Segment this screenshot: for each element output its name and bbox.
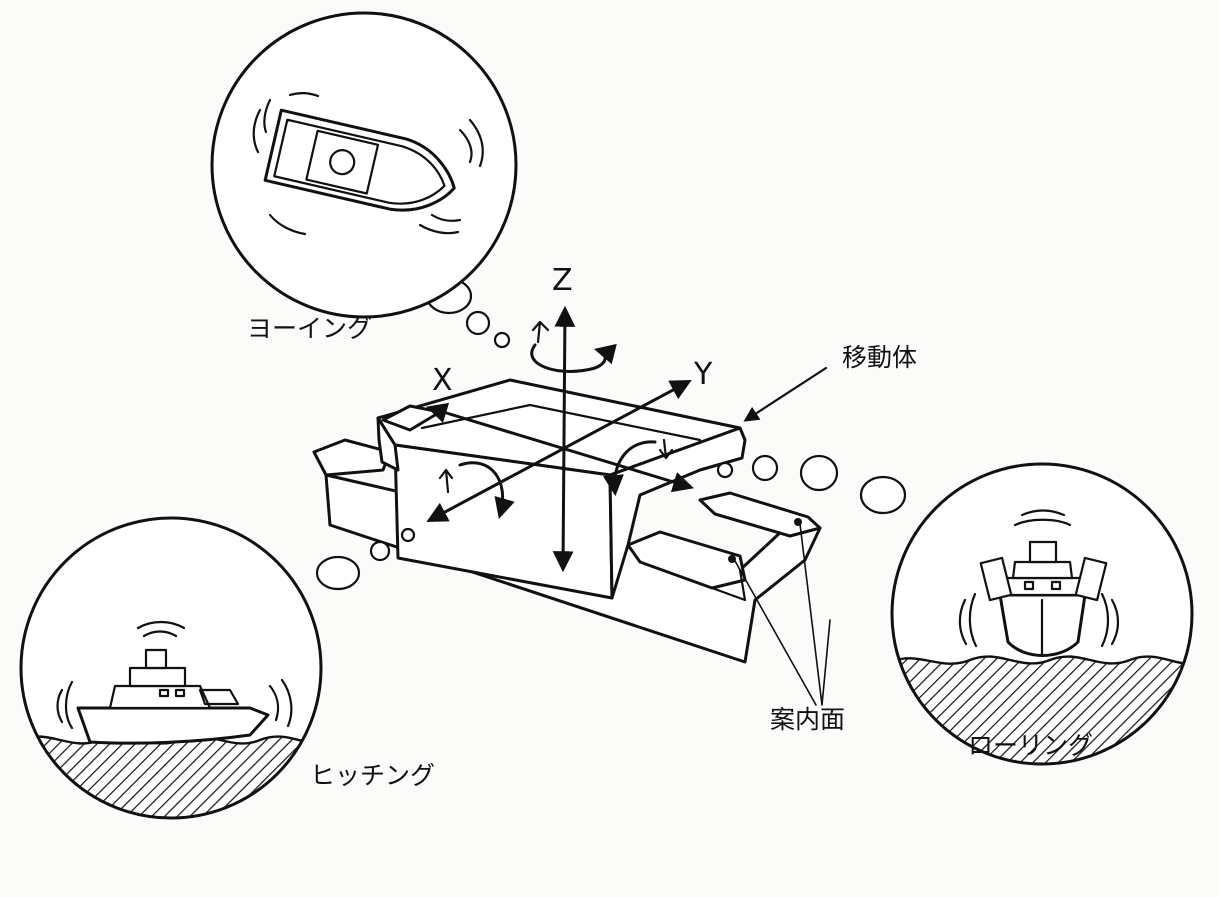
axis-label-z: Z [552, 263, 573, 298]
z-axis [552, 305, 576, 573]
roll-rotation-arrow [602, 440, 657, 497]
pitch-rotation-arrow [458, 461, 515, 520]
pitching-label: ヒッチング [310, 761, 435, 790]
yaw-rotation-arrow [530, 343, 617, 373]
guide-surface-leaders [734, 523, 831, 706]
moving-body-pointer [743, 366, 828, 422]
bubble-chain-rolling [716, 454, 907, 515]
ship-front-view-icon [979, 540, 1108, 657]
guide-surface-label: 案内面 [770, 705, 845, 734]
moving-body-label: 移動体 [842, 343, 917, 372]
yawing-bubble [210, 11, 518, 319]
ship-side-view-icon [76, 648, 270, 745]
boat-top-view-icon [263, 108, 456, 212]
coordinate-axes [425, 305, 695, 573]
rolling-label: ローリング [968, 731, 1093, 760]
yawing-label: ヨーイング [247, 314, 372, 343]
axis-label-x: X [432, 363, 453, 398]
axis-label-y: Y [693, 357, 713, 392]
y-axis [426, 380, 692, 522]
pitching-bubble [19, 516, 323, 820]
bubble-chain-pitching [315, 527, 416, 591]
